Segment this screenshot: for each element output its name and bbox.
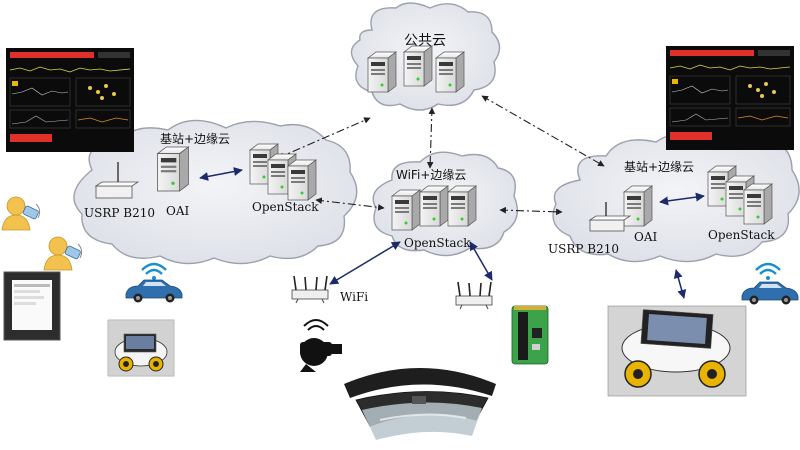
server-icon	[403, 45, 433, 87]
wifi-cloud-label: WiFi+边缘云	[396, 168, 467, 182]
right-cloud-to-robot-link	[673, 269, 687, 299]
right-cloud-label: 基站+边缘云	[624, 160, 695, 174]
user-with-phone-icon	[43, 236, 83, 271]
server-icon	[623, 185, 653, 227]
server-icon	[157, 146, 189, 192]
wifi-signal-icon	[140, 262, 168, 282]
connections	[199, 95, 705, 299]
right-oai-server	[623, 185, 653, 227]
openstack-left-label: OpenStack	[252, 200, 319, 214]
ar-hololens-photo	[344, 368, 496, 440]
robot-car-photo-large	[607, 305, 747, 397]
server-icon	[391, 189, 421, 231]
left-cloud-label: 基站+边缘云	[160, 132, 231, 146]
user-with-phone-icon	[1, 196, 41, 231]
wifi-to-router-right-link	[469, 241, 493, 281]
public-cloud-label: 公共云	[404, 33, 446, 49]
server-icon	[419, 185, 449, 227]
wifi-ap-label: WiFi	[340, 290, 369, 304]
smartphone-photo	[3, 271, 61, 341]
left-car-with-wifi	[125, 262, 183, 303]
wifi-signal-icon	[754, 262, 782, 282]
oai-left-label: OAI	[166, 204, 190, 218]
left-oai-server	[157, 146, 189, 192]
vr-headset-icon	[300, 319, 342, 372]
spectrum-monitor-left	[5, 47, 135, 153]
left-to-public-link	[277, 117, 371, 159]
spectrum-monitor-right	[665, 45, 795, 151]
server-icon	[743, 183, 773, 225]
wifi-router-icon	[455, 281, 493, 310]
connected-car-icon	[741, 281, 799, 305]
robot-car-photo	[107, 319, 175, 377]
right-to-public-link	[481, 95, 605, 167]
spectrum-monitor-icon	[665, 45, 795, 151]
wifi-openstack-servers	[391, 185, 477, 231]
spectrum-monitor-icon	[5, 47, 135, 153]
oai-openstack-right-link	[659, 192, 705, 206]
wifi-router-left	[291, 275, 329, 304]
wifi-router-icon	[291, 275, 329, 304]
left-to-wifi-link	[315, 197, 385, 211]
openstack-right-label: OpenStack	[708, 228, 775, 242]
oai-openstack-left-link	[199, 167, 243, 181]
usrp-left-label: USRP B210	[84, 206, 155, 220]
oai-right-label: OAI	[634, 230, 658, 244]
server-icon	[447, 185, 477, 227]
wifi-to-public-link	[426, 107, 436, 169]
server-icon	[435, 51, 465, 93]
wifi-to-right-link	[499, 206, 563, 216]
usrp-right-label: USRP B210	[548, 242, 619, 256]
server-icon	[367, 51, 397, 93]
raspberry-pi-board-icon	[511, 305, 549, 365]
public-cloud-servers	[367, 45, 465, 93]
wifi-to-router-left-link	[329, 241, 401, 285]
usrp-device-right	[588, 202, 632, 232]
openstack-center-label: OpenStack	[404, 236, 471, 250]
connected-car-icon	[125, 279, 183, 303]
right-car-with-wifi	[741, 262, 799, 305]
server-icon	[287, 159, 317, 201]
usrp-device-left	[94, 162, 140, 199]
wifi-router-right	[455, 281, 493, 310]
